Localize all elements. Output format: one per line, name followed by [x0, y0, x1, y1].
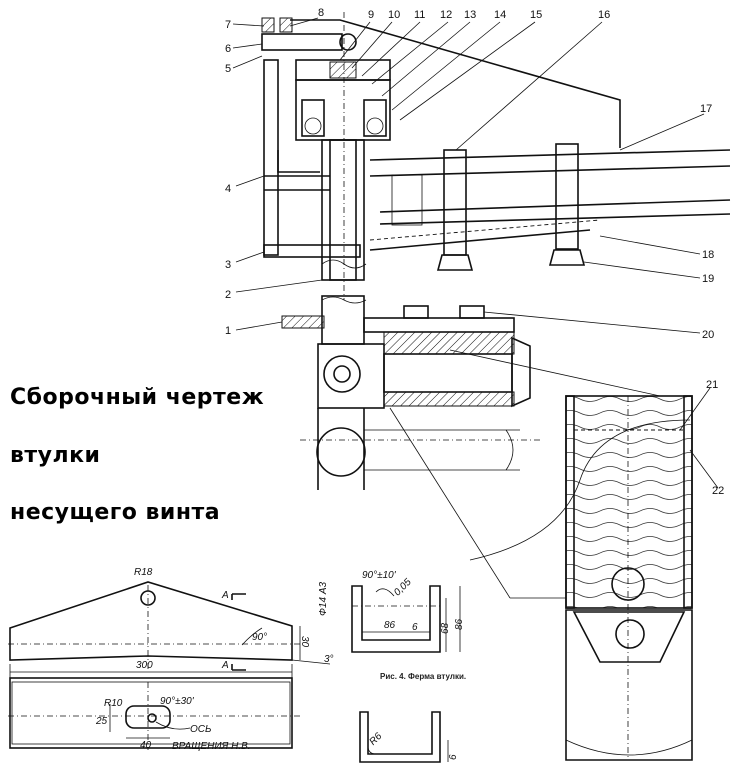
bracket-height-86: 86 — [454, 618, 465, 630]
nut-right — [548, 249, 586, 266]
part-19: 19 — [702, 273, 714, 285]
section-mark-bottom: А — [221, 660, 229, 671]
part-21: 21 — [706, 379, 718, 391]
width-40: 40 — [140, 740, 152, 751]
bracket-hole: Ф14 А3 — [318, 581, 329, 616]
top-bolt — [261, 33, 343, 51]
clevis-block — [317, 343, 385, 409]
rotor-hub-assembly — [261, 12, 731, 300]
cross-bar — [281, 315, 325, 329]
width-25: 25 — [95, 716, 108, 727]
pylon-wall — [263, 59, 279, 256]
plan-angle: 90°±30' — [160, 696, 195, 707]
part-3: 3 — [225, 259, 231, 271]
blade-height-30: 30 — [299, 636, 310, 648]
part-22: 22 — [712, 485, 724, 497]
part-numbers: 7 6 5 8 9 10 11 12 13 14 15 16 17 4 3 2 … — [225, 7, 724, 497]
nut-left — [436, 254, 474, 271]
blade-length-300: 300 — [136, 660, 153, 671]
part-10: 10 — [388, 9, 400, 21]
title-line-2: втулки — [10, 443, 101, 468]
part-2: 2 — [225, 289, 231, 301]
bracket-profile — [351, 585, 441, 653]
channel-radius: R6 — [368, 731, 385, 748]
wood-beam-lower — [565, 609, 693, 761]
part-5: 5 — [225, 63, 231, 75]
part-11: 11 — [414, 9, 425, 21]
bracket-angle: 90°±10' — [362, 570, 397, 581]
title-line-1: Сборочный чертеж — [10, 385, 265, 410]
axis-label-line2: ВРАЩЕНИЯ Н.В. — [172, 741, 251, 752]
hub-mount-assembly — [281, 295, 661, 599]
bearing-housing — [295, 79, 391, 141]
clamp-left — [443, 149, 467, 256]
part-15: 15 — [530, 9, 542, 21]
axis-label-line1: ОСЬ — [190, 724, 212, 735]
hub-bracket-view: Ф14 А3 90°±10' 0,05 86 6 68 86 — [318, 570, 465, 653]
left-bearing — [301, 99, 325, 137]
nut-20-left — [403, 305, 429, 319]
title-line-3: несущего винта — [10, 500, 221, 525]
wood-beam-section — [469, 395, 693, 761]
blade-profile-view: А А R18 90° 30 3° 300 — [8, 567, 334, 680]
part-callouts — [232, 17, 719, 489]
part-13: 13 — [464, 9, 476, 21]
blade-profile — [9, 581, 293, 661]
part-16: 16 — [598, 9, 610, 21]
boom-top — [369, 149, 731, 161]
channel-thickness: 6 — [448, 754, 459, 760]
rotor-shaft — [321, 139, 365, 281]
bracket-height-68: 68 — [440, 622, 451, 634]
bracket-inner-6: 6 — [412, 622, 418, 633]
part-7: 7 — [225, 19, 231, 31]
slot-radius: R10 — [104, 698, 123, 709]
part-12: 12 — [440, 9, 452, 21]
blade-radius: R18 — [134, 567, 153, 578]
end-nut — [511, 336, 531, 408]
part-18: 18 — [702, 249, 714, 261]
figure-caption: Рис. 4. Ферма втулки. — [380, 672, 467, 681]
plan-plate — [9, 677, 293, 749]
part-20: 20 — [702, 329, 714, 341]
part-8: 8 — [318, 7, 324, 19]
part-9: 9 — [368, 9, 374, 21]
blade-angle-3: 3° — [324, 654, 334, 665]
channel-section-view: R6 6 — [359, 711, 459, 763]
bracket-width-86: 86 — [384, 620, 396, 631]
blade-angle-90: 90° — [252, 632, 267, 643]
part-17: 17 — [700, 103, 712, 115]
part-4: 4 — [225, 183, 231, 195]
blade-plan-view: R10 90°±30' 25 40 ОСЬ ВРАЩЕНИЯ Н.В. — [8, 677, 300, 752]
plan-slot — [125, 705, 171, 729]
nut-20-right — [459, 305, 485, 319]
clamp-right — [555, 143, 579, 250]
section-mark-top: А — [221, 590, 229, 601]
part-14: 14 — [494, 9, 506, 21]
wood-beam-upper — [565, 395, 693, 609]
right-bearing — [363, 99, 387, 137]
part-1: 1 — [225, 325, 231, 337]
part-6: 6 — [225, 43, 231, 55]
channel-profile — [359, 711, 441, 763]
